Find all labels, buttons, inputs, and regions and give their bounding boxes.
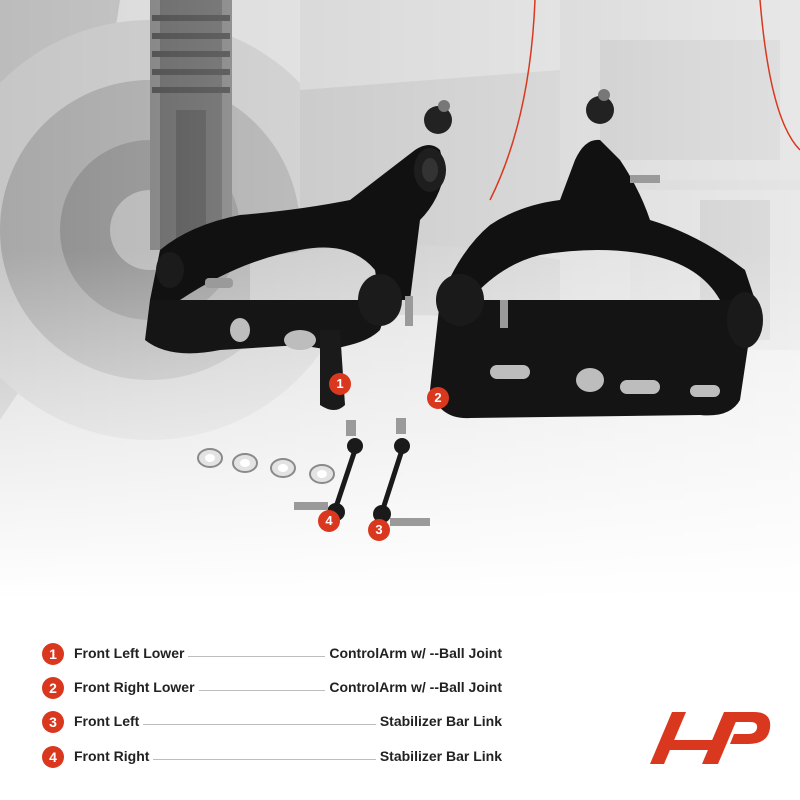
leader-line	[76, 690, 500, 691]
legend-badge: 4	[42, 746, 64, 768]
legend-badge: 1	[42, 643, 64, 665]
legend-row-2: 2 Front Right Lower ControlArm w/ --Ball…	[42, 677, 502, 701]
legend-label: Front Right	[74, 748, 154, 764]
legend-row-1: 1 Front Left Lower ControlArm w/ --Ball …	[42, 643, 502, 667]
image-badge-3: 3	[368, 519, 390, 541]
image-badge-4: 4	[318, 510, 340, 532]
leader-line	[76, 759, 500, 760]
legend-label: Front Left	[74, 713, 144, 729]
legend-row-4: 4 Front Right Stabilizer Bar Link	[42, 746, 502, 770]
stabilizer-links	[294, 418, 430, 526]
legend-row-3: 3 Front Left Stabilizer Bar Link	[42, 711, 502, 735]
leader-line	[76, 724, 500, 725]
product-photo	[0, 0, 800, 600]
legend-badge: 2	[42, 677, 64, 699]
legend-label: Front Right Lower	[74, 679, 199, 695]
legend-label: Front Left Lower	[74, 645, 189, 661]
leader-line	[76, 656, 500, 657]
control-arm-left	[145, 100, 452, 410]
legend-description: Stabilizer Bar Link	[375, 748, 502, 764]
brand-logo-icon	[650, 712, 771, 764]
image-badge-1: 1	[329, 373, 351, 395]
control-arm-right	[430, 89, 763, 419]
legend-description: ControlArm w/ --Ball Joint	[325, 679, 502, 695]
legend-description: Stabilizer Bar Link	[375, 713, 502, 729]
image-badge-2: 2	[427, 387, 449, 409]
legend-description: ControlArm w/ --Ball Joint	[325, 645, 502, 661]
legend-badge: 3	[42, 711, 64, 733]
